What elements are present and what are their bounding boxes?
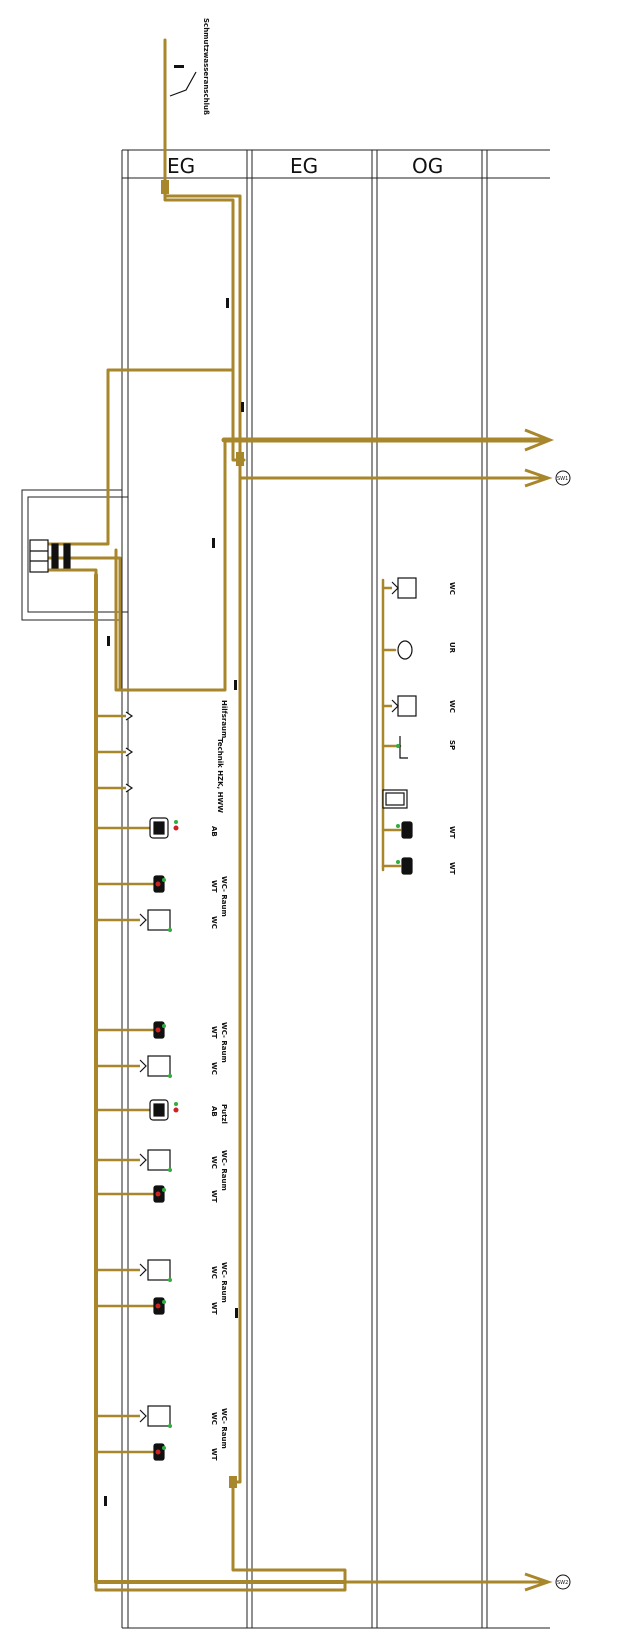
og-label-2: UR [448, 642, 456, 654]
drawing-title: Schmutzwasseranschluß [202, 18, 210, 115]
og-label-3: WC [448, 700, 456, 713]
fixture-label-wc2-a: WT [210, 1026, 218, 1039]
fixture-label-wc1-a: WT [210, 880, 218, 893]
pipe-network [40, 38, 548, 1592]
arrow-2 [524, 468, 553, 488]
og-label-4: SP [448, 740, 456, 750]
eg-room-labels: Hilfsraum Technik HZK, HWW AB WC- Raum W… [210, 700, 228, 1461]
eg-fixtures [125, 711, 171, 1461]
room-label-wc4: WC- Raum [220, 1262, 228, 1303]
fixture-label-putzl: AB [210, 1106, 218, 1117]
fixture-label-wc4-a: WC [210, 1266, 218, 1279]
riser-labels: SW1 SW2 [555, 470, 571, 1590]
fixture-label-wc1-b: WC [210, 916, 218, 929]
title-tag [174, 65, 184, 68]
arrow-1 [524, 428, 555, 452]
riser-sw1-circle [555, 470, 571, 486]
fixture-label-wc2-b: WC [210, 1062, 218, 1075]
arrow-3 [524, 1572, 553, 1592]
floor-labels: EG EG OG [167, 154, 443, 178]
room-label-hilfsraum: Hilfsraum [220, 700, 228, 738]
room-label-wc1: WC- Raum [220, 876, 228, 917]
title-leader [169, 71, 197, 97]
og-fixtures [382, 577, 417, 875]
room-label-wc2: WC- Raum [220, 1022, 228, 1063]
fixture-label-ab: AB [210, 826, 218, 837]
riser-sw2-circle [555, 1574, 571, 1590]
flow-arrows [524, 428, 555, 1592]
pipe-size-tags [104, 298, 244, 1506]
floor-label-2: EG [290, 154, 318, 178]
fixture-label-wc3-b: WT [210, 1190, 218, 1203]
fixture-label-wc4-b: WT [210, 1302, 218, 1315]
room-label-wc3: WC- Raum [220, 1150, 228, 1191]
annex-device [29, 539, 71, 573]
room-label-putzl: Putzl [220, 1104, 228, 1124]
og-fixture-labels: WC UR WC SP WT WT [448, 582, 456, 875]
riser-sw2-label: SW2 [557, 1580, 568, 1586]
fixture-tags [155, 820, 179, 1455]
floor-label-1: EG [167, 154, 195, 178]
og-label-1: WC [448, 582, 456, 595]
fixture-label-wc5-b: WT [210, 1448, 218, 1461]
og-label-5: WT [448, 826, 456, 839]
riser-sw1-label: SW1 [557, 476, 568, 482]
fixture-label-wc5-a: WC [210, 1412, 218, 1425]
building-grid [21, 149, 550, 1629]
fixture-label-wc3-a: WC [210, 1156, 218, 1169]
og-label-6: WT [448, 862, 456, 875]
room-label-wc5: WC- Raum [220, 1408, 228, 1449]
room-label-technik: Technik HZK, HWW [216, 738, 224, 813]
floor-label-3: OG [412, 154, 443, 178]
